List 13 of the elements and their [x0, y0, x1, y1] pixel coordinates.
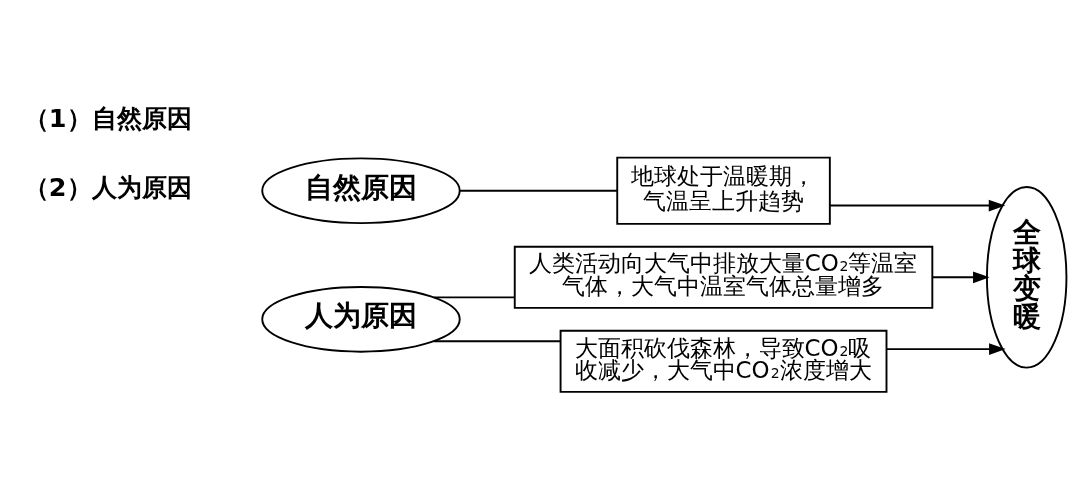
- arrow: [829, 199, 1006, 212]
- connector: [432, 340, 562, 343]
- node-box: 人类活动向大气中排放大量CO2等温室气体，大气中温室气体总量增多: [513, 245, 934, 309]
- node-box: 大面积砍伐森林，导致CO2吸收减少，大气中CO2浓度增大: [559, 329, 888, 393]
- connector: [432, 296, 516, 299]
- label: （1）自然原因: [23, 103, 192, 134]
- connector: [459, 189, 618, 192]
- label: （2）人为原因: [23, 171, 192, 202]
- node-box: 地球处于温暖期，气温呈上升趋势: [616, 156, 831, 225]
- node-ellipse: 自然原因: [261, 157, 461, 225]
- node-ellipse: 人为原因: [261, 286, 461, 353]
- arrow: [885, 343, 1006, 355]
- arrow: [931, 271, 990, 284]
